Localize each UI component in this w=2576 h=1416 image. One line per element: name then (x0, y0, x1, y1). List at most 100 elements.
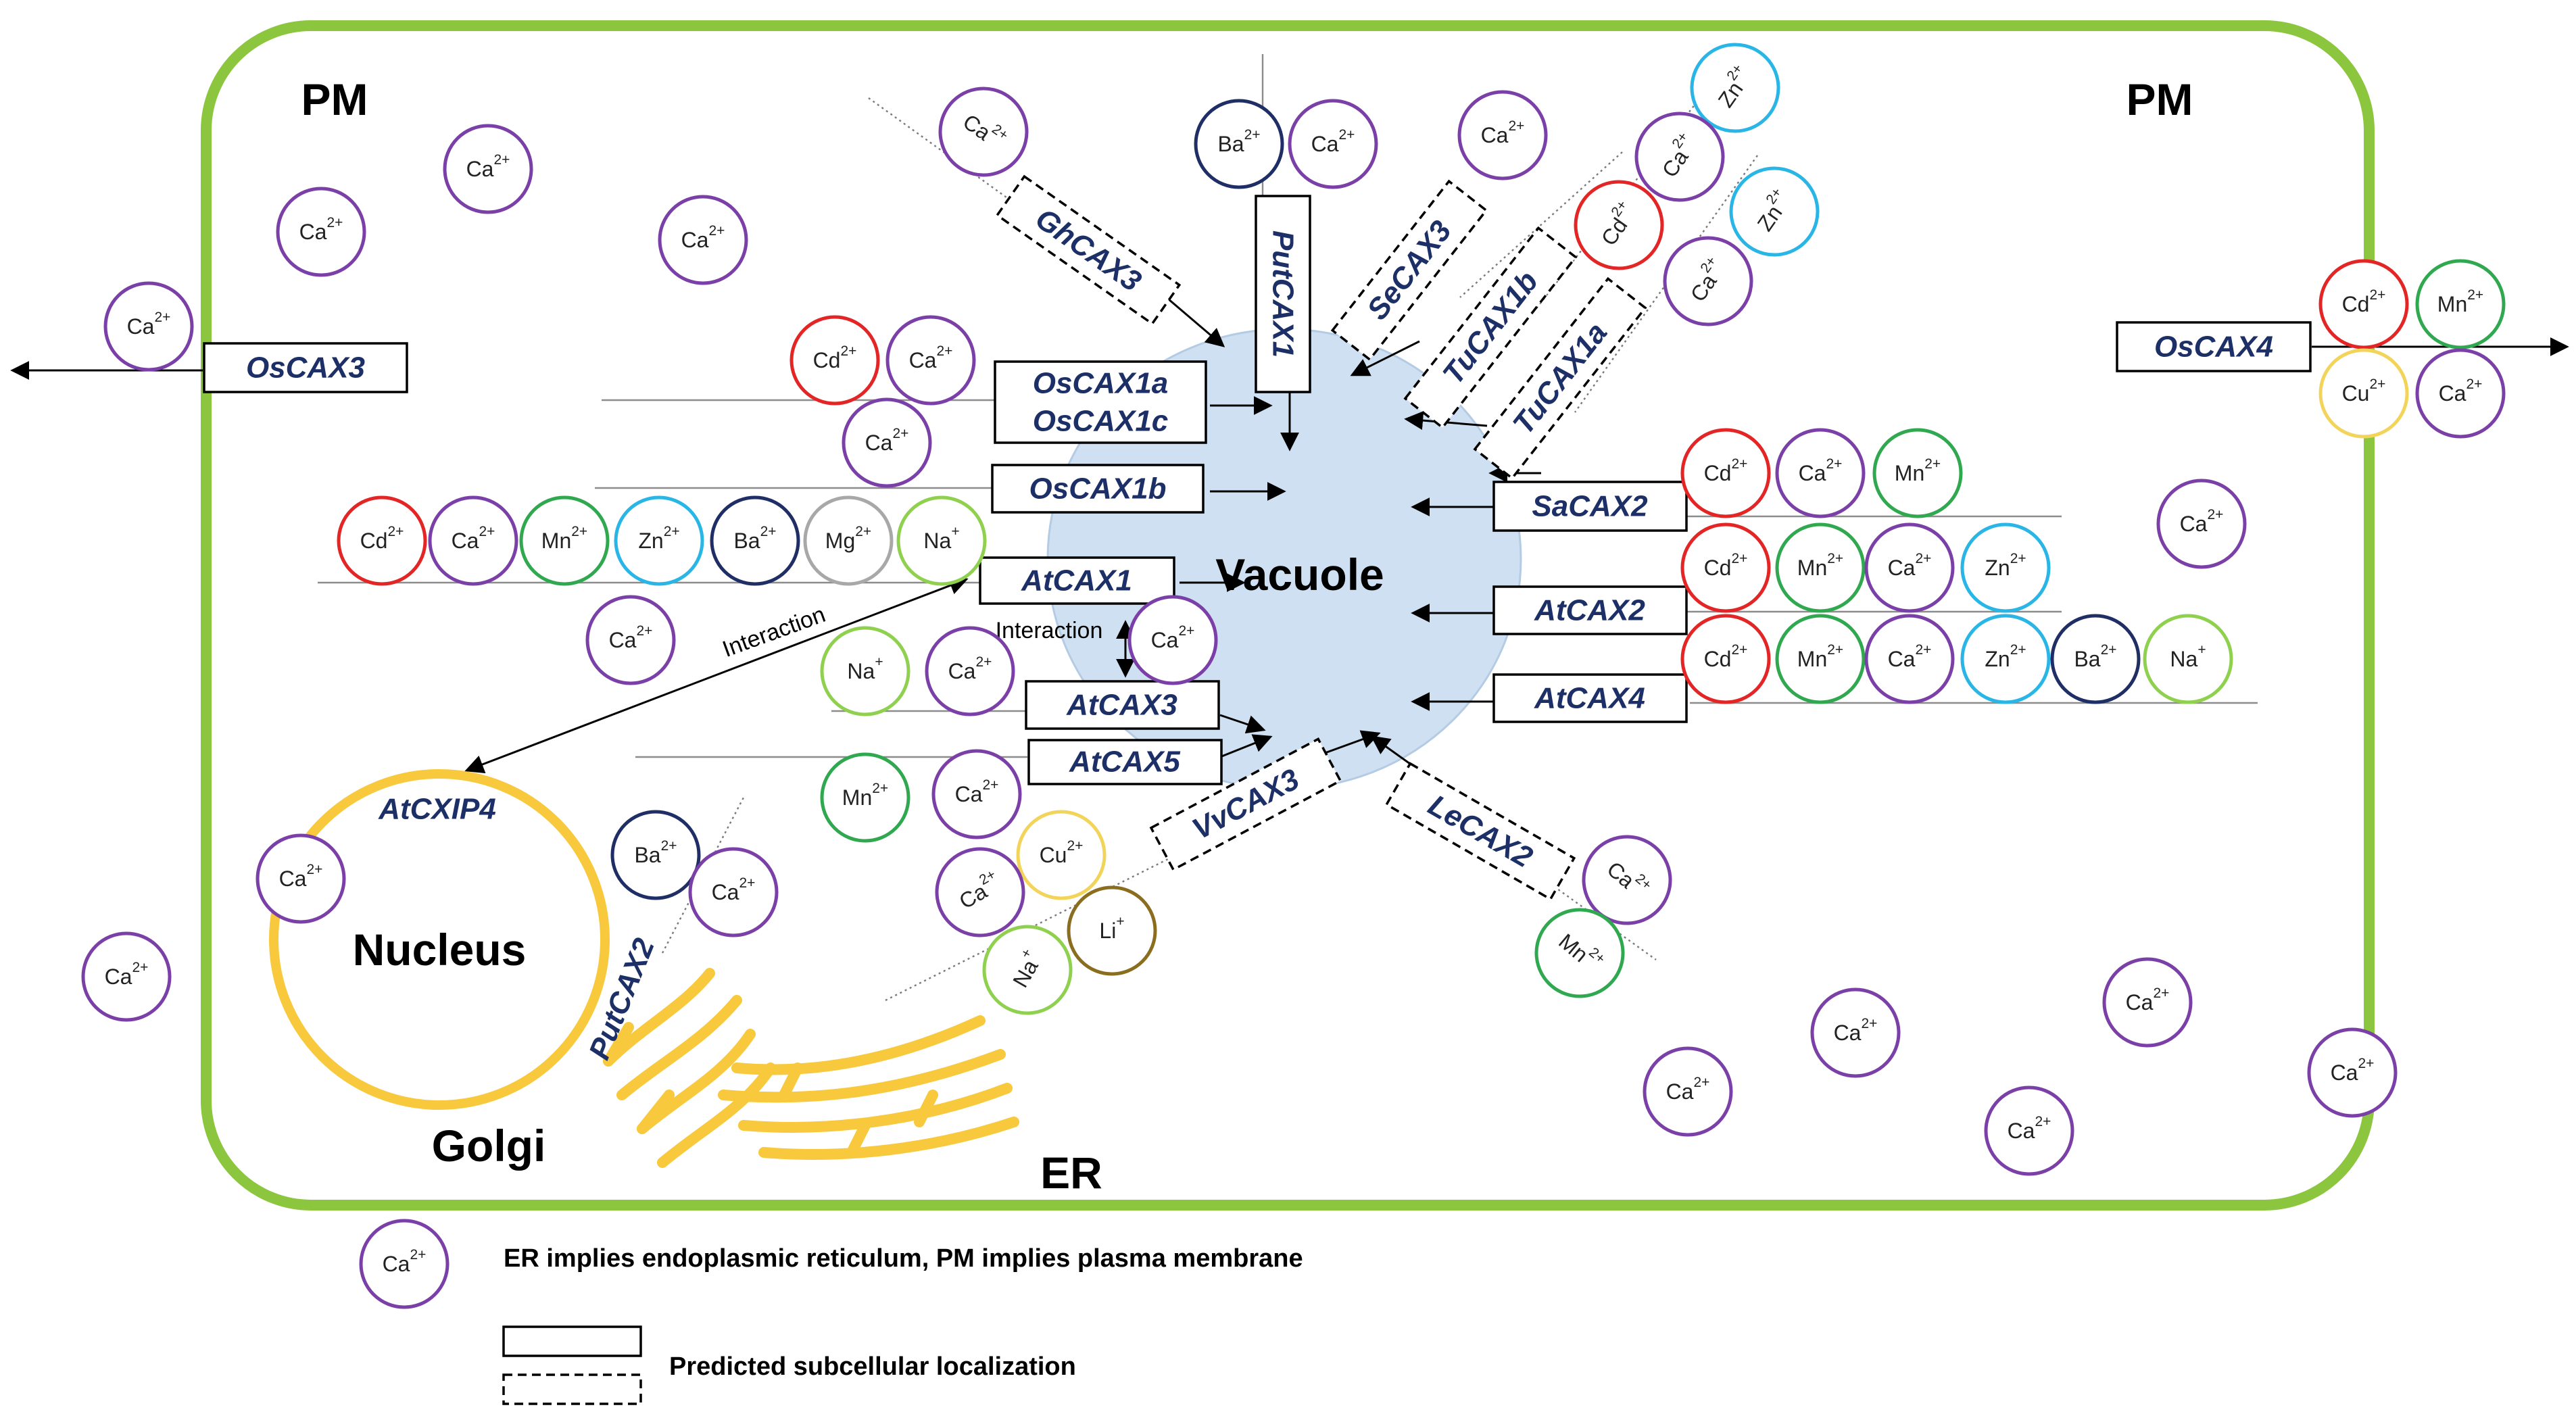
ion-ca: Ca2+ (2156, 479, 2247, 569)
label-er: ER (1040, 1148, 1102, 1198)
ion-circle-outline (2415, 348, 2506, 439)
ion-label: Zn2+ (1985, 642, 2026, 672)
gene-box-atcax1: AtCAX1 (979, 556, 1175, 605)
svg-text:OsCAX4: OsCAX4 (2154, 331, 2273, 364)
gene-box-atcax3: AtCAX3 (1025, 680, 1220, 730)
ion-circle-outline (658, 195, 748, 285)
ion-circle-outline (1775, 614, 1866, 704)
ion-circle-outline (2307, 1027, 2398, 1118)
ion-circle-outline (1680, 614, 1771, 704)
ion-circle-outline (1680, 522, 1771, 613)
svg-text:AtCAX3: AtCAX3 (1066, 689, 1177, 722)
svg-text:TuCAX1b: TuCAX1b (1436, 265, 1545, 391)
ion-ca: Ca2+ (256, 833, 346, 924)
ion-label: Mn2+ (2437, 287, 2483, 317)
gene-box-oscax4: OsCAX4 (2116, 321, 2312, 372)
ion-ca: Ca2+ (1864, 614, 1955, 704)
plasma-membrane (201, 20, 2375, 1211)
ion-ca: Ca2+ (81, 931, 172, 1022)
ion-circle-outline (1663, 236, 1753, 326)
ion-label: Mn2+ (1797, 642, 1843, 672)
ion-cd: Cd2+ (1680, 428, 1771, 518)
ion-label: Ca2+ (299, 215, 343, 245)
ion-ca: Ca2+ (935, 847, 1025, 937)
ion-circle-outline (938, 87, 1029, 177)
golgi-apparatus (603, 968, 776, 1168)
ion-label: Ca2+ (2126, 985, 2170, 1015)
ion-zn: Zn2+ (614, 495, 704, 586)
ion-ca: Ca2+ (1663, 236, 1753, 326)
label-golgi: Golgi (432, 1121, 546, 1171)
ion-label: Ca2+ (127, 310, 171, 339)
ion-circle-outline (820, 626, 910, 716)
ion-ca: Ca2+ (688, 847, 779, 937)
ion-label: Ca2+ (1311, 127, 1355, 157)
ion-zn: Zn2+ (1960, 614, 2051, 704)
svg-text:OsCAX1a: OsCAX1a (1033, 367, 1169, 400)
ion-ca: Ca2+ (2307, 1027, 2398, 1118)
ion-mn: Mn2+ (1534, 908, 1625, 998)
ion-circle-outline (103, 281, 194, 372)
ion-ca: Ca2+ (443, 124, 533, 214)
ion-circle-outline (1574, 180, 1664, 270)
ion-circle-outline (803, 495, 894, 586)
ion-label: Ca2+ (2439, 376, 2483, 406)
ion-ca: Ca2+ (1864, 522, 1955, 613)
ion-circle-outline (896, 495, 987, 586)
ion-mn: Mn2+ (1775, 522, 1866, 613)
label-pm-left: PM (301, 74, 368, 124)
ion-circle-outline (337, 495, 427, 586)
ion-cd: Cd2+ (1680, 614, 1771, 704)
ion-label: Cu2+ (2342, 376, 2386, 406)
ion-ca: Ca2+ (1810, 987, 1901, 1078)
ion-ba: Ba2+ (1194, 99, 1284, 189)
ion-label: Cd2+ (2342, 287, 2386, 317)
ion-label: Ba2+ (1217, 127, 1260, 157)
ion-circle-outline (688, 847, 779, 937)
ion-circle-outline (359, 1219, 449, 1309)
ion-ca: Ca2+ (925, 626, 1015, 716)
ion-ca: Ca2+ (931, 749, 1022, 839)
ion-ca: Ca2+ (585, 595, 676, 685)
svg-text:OsCAX1c: OsCAX1c (1033, 405, 1169, 438)
ion-label: Ca2+ (452, 524, 495, 554)
label-nucleus: Nucleus (353, 925, 527, 975)
ion-ca: Ca2+ (428, 495, 518, 586)
ion-label: Na+ (847, 654, 883, 684)
ion-circle-outline (2318, 259, 2409, 349)
ion-label: Ca2+ (955, 777, 999, 807)
ion-circle-outline (789, 315, 880, 406)
ion-cu: Cu2+ (2318, 348, 2409, 439)
gene-box-atcax2: AtCAX2 (1492, 585, 1688, 635)
ion-ca: Ca2+ (2415, 348, 2506, 439)
gene-box-ghcax3: GhCAX3 (995, 174, 1182, 326)
ion-circle-outline (256, 833, 346, 924)
gene-box-oscax1a-1c: OsCAX1a OsCAX1c (994, 360, 1207, 444)
ion-zn: Zn2+ (1960, 522, 2051, 613)
ion-ca: Ca2+ (1775, 428, 1866, 518)
ion-circle-outline (710, 495, 800, 586)
ion-label: Ca2+ (865, 426, 909, 456)
ion-circle-outline (1067, 885, 1157, 976)
ion-ca: Ca2+ (359, 1219, 449, 1309)
ion-circle-outline (1810, 987, 1901, 1078)
ion-label: Ca2+ (681, 223, 725, 253)
legend-solid-box (502, 1325, 642, 1357)
ion-label: Ca2+ (105, 960, 149, 990)
ion-circles: Ca2+Ba2+Ca2+Ca2+Zn2+Ca2+Cd2+Zn2+Ca2+Ca2+… (81, 43, 2506, 1309)
ion-label: Ca2+ (466, 152, 510, 182)
gene-box-sacax2: SaCAX2 (1492, 481, 1688, 532)
ion-circle-outline (428, 495, 518, 586)
ion-label: Ca2+ (1834, 1016, 1878, 1046)
ion-label: Ca2+ (1799, 456, 1843, 486)
ion-circle-outline (2415, 259, 2506, 349)
ion-ba: Ba2+ (710, 495, 800, 586)
ion-circle-outline (925, 626, 1015, 716)
gene-box-oscax3: OsCAX3 (203, 342, 408, 393)
svg-text:AtCAX4: AtCAX4 (1534, 682, 1645, 715)
ion-label: Mn2+ (1797, 551, 1843, 581)
ion-circle-outline (2156, 479, 2247, 569)
ion-label: Ca2+ (383, 1247, 427, 1277)
ion-circle-outline (1864, 614, 1955, 704)
ion-circle-outline (1690, 43, 1780, 133)
